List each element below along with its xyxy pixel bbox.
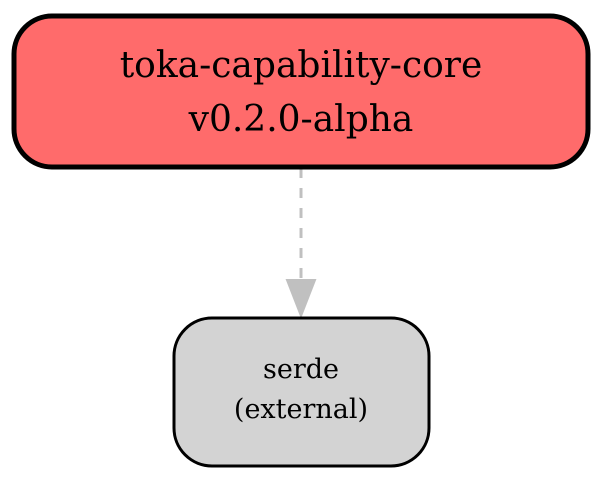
node-toka-capability-core[interactable]: toka-capability-core v0.2.0-alpha	[11, 13, 591, 170]
node-core-name: toka-capability-core	[120, 45, 483, 86]
node-core-box	[11, 13, 591, 170]
node-serde-name: serde	[263, 354, 339, 385]
edge-arrowhead	[285, 279, 317, 319]
node-serde-box	[172, 316, 431, 468]
node-serde[interactable]: serde (external)	[172, 316, 431, 468]
node-core-version: v0.2.0-alpha	[188, 99, 414, 140]
dependency-edge	[285, 168, 317, 319]
node-serde-kind: (external)	[234, 394, 368, 425]
